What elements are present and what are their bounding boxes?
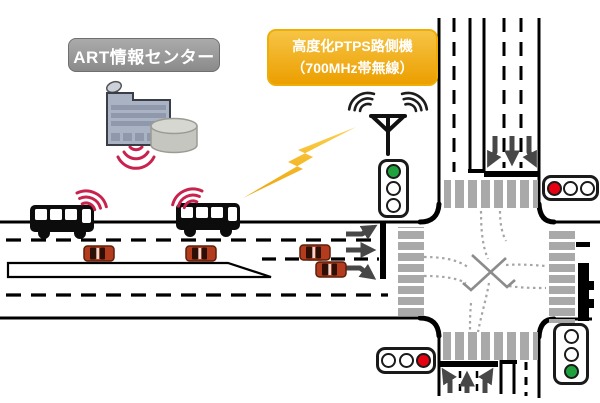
roadside-antenna-icon [347,91,429,156]
ptps-label-line2: （700MHz帯無線） [291,59,414,76]
car-icon [83,244,347,278]
art-center-label-text: ART情報センター [73,47,215,67]
traffic-lamp [579,180,595,196]
lane-arrow-icon [346,136,537,393]
median-island [6,261,272,279]
east-stop-line [578,263,589,321]
traffic-lamp [386,164,401,179]
database-cylinder-icon [150,117,198,154]
lightning-bolt-icon [243,127,356,198]
traffic-lamp [563,364,579,380]
traffic-light-southeast [553,323,589,385]
traffic-lamp [415,353,431,368]
art-center-label: ART情報センター [68,38,220,72]
north-road-markings [437,18,541,206]
south-road-markings [437,334,541,398]
traffic-lamp [398,353,414,368]
traffic-lamp [386,198,401,213]
ptps-label-line1: 高度化PTPS路側機 [292,37,413,54]
west-stop-line [380,223,386,279]
traffic-lamp [546,180,562,196]
traffic-lamp [563,346,579,362]
traffic-light-southwest [376,347,436,374]
traffic-lamp [563,328,579,344]
crosswalk-west [398,227,424,318]
traffic-light-northeast [542,175,599,201]
crosswalk-south [443,332,538,360]
art-center-building-icon [105,80,198,154]
crosswalk-east [549,228,575,323]
ptps-roadside-label: 高度化PTPS路側機 （700MHz帯無線） [267,29,438,86]
traffic-lamp [381,353,397,368]
traffic-lamp [563,180,578,196]
radio-wave-icon [75,145,204,212]
north-stop-line [484,171,540,177]
intersection-corners [417,201,557,340]
bus-icon [30,203,240,239]
crosswalk-north [444,180,538,208]
crosswalk [398,180,575,360]
traffic-lamp [386,181,401,196]
traffic-light-northwest [378,159,409,218]
south-stop-line [440,361,498,367]
center-cross-mark [462,254,516,292]
turn-guide-lines [423,210,547,333]
